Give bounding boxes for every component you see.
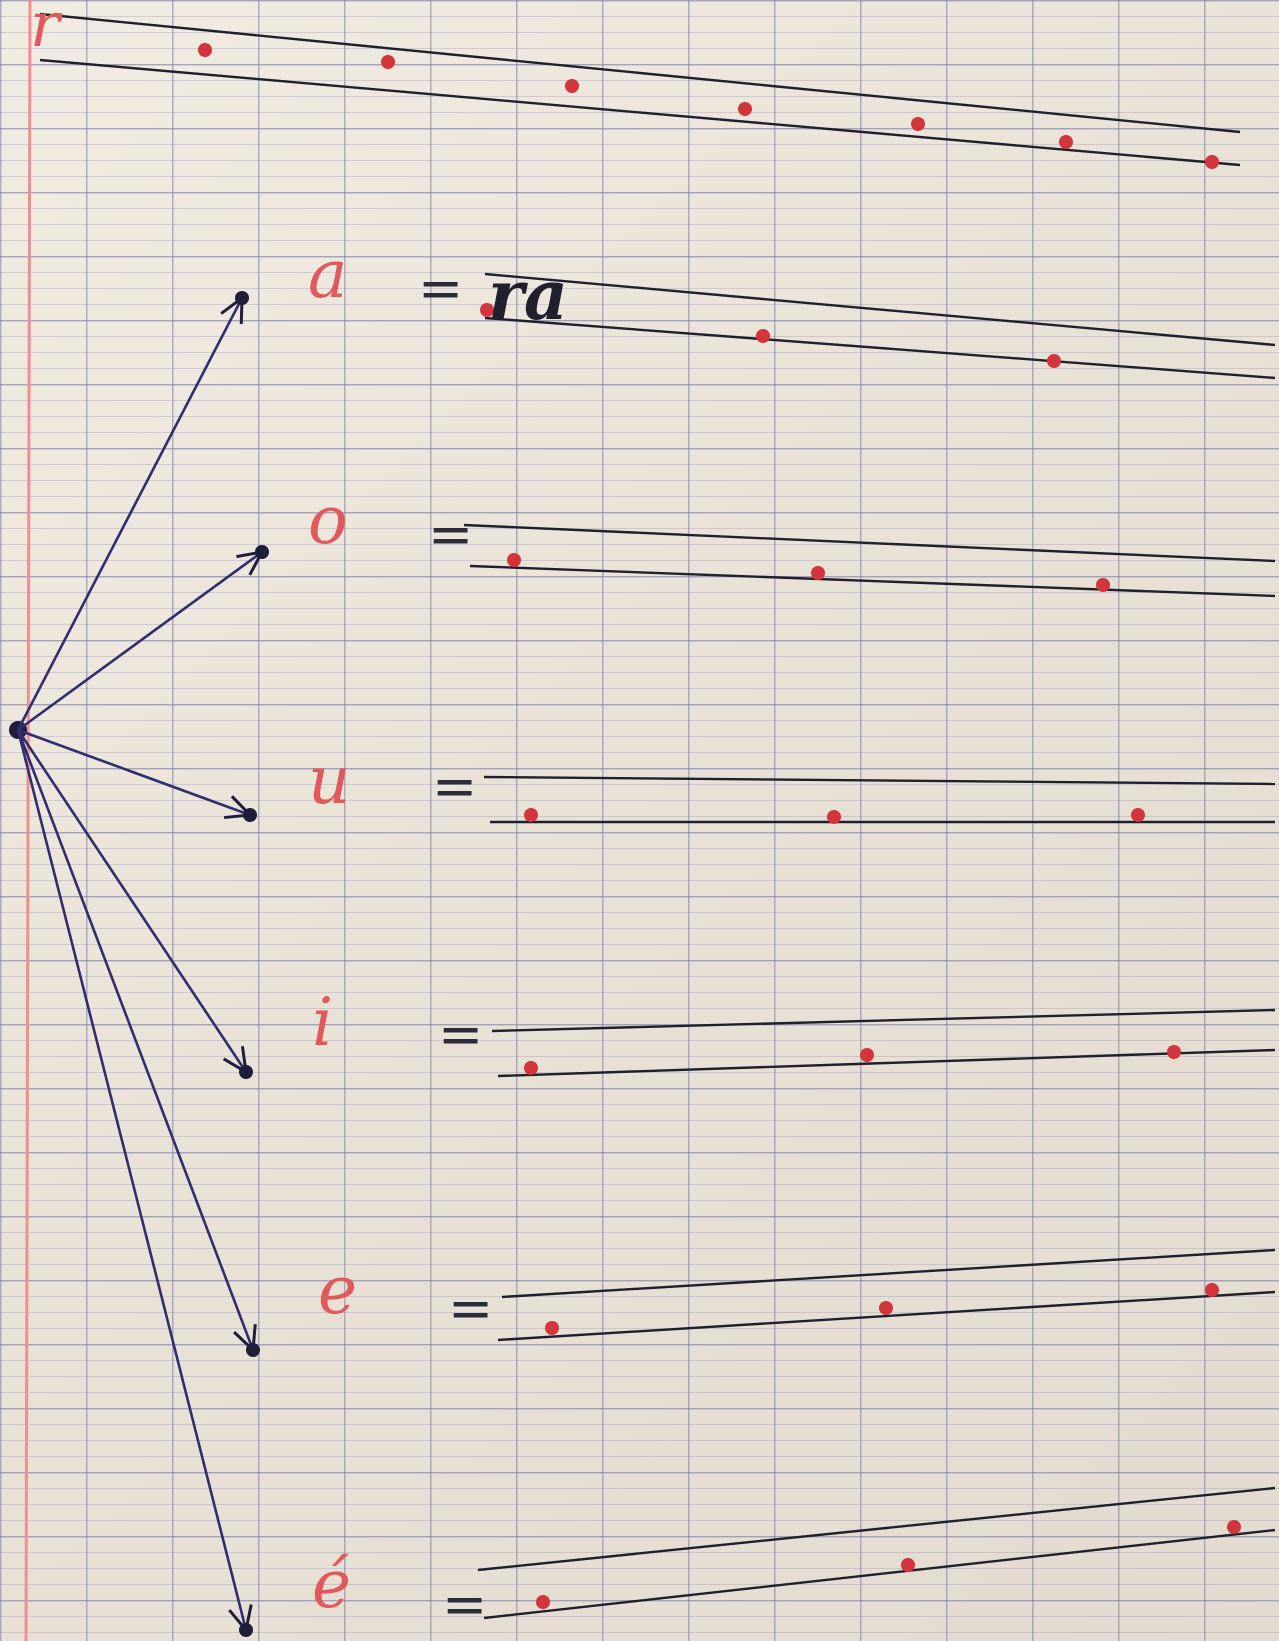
vowel-u: u (308, 742, 351, 819)
start-dot-icon (827, 810, 841, 824)
arrow-icon (17, 545, 269, 732)
upper-guide-line (477, 1486, 1276, 1572)
vowel-i: i (312, 984, 334, 1061)
baseline-guide-line (497, 1048, 1276, 1078)
start-dot-icon (524, 1061, 538, 1075)
upper-guide-line (484, 272, 1276, 347)
start-dot-icon (860, 1048, 874, 1062)
upper-guide-line (483, 775, 1276, 786)
baseline-guide-line (469, 564, 1276, 598)
upper-guide-line (463, 523, 1276, 563)
guide-lines-e (497, 1248, 1276, 1342)
start-dot-icon (507, 553, 521, 567)
upper-guide-line (39, 12, 1241, 134)
equals-sign-e-acute: = (442, 1573, 488, 1636)
margin-line (24, 0, 32, 1641)
equals-sign-u: = (432, 755, 478, 818)
baseline-guide-line (484, 316, 1276, 380)
start-dot-icon (545, 1321, 559, 1335)
start-dot-icon (879, 1301, 893, 1315)
baseline-guide-line (483, 1528, 1276, 1620)
vowel-e-acute: é (312, 1546, 352, 1623)
start-dot-icon (524, 808, 538, 822)
guide-lines-i (491, 1008, 1276, 1078)
upper-guide-line (501, 1248, 1276, 1299)
baseline-guide-line (39, 58, 1241, 167)
vowel-a: a (308, 236, 348, 313)
upper-guide-line (491, 1008, 1276, 1033)
writing-lines (39, 12, 1276, 1620)
start-dot-icon (198, 43, 212, 57)
arrow-icon (16, 729, 253, 1079)
start-dot-icon (1167, 1045, 1181, 1059)
start-dots (198, 43, 1241, 1609)
start-dot-icon (1047, 354, 1061, 368)
start-dot-icon (565, 79, 579, 93)
start-dot-icon (911, 117, 925, 131)
arrow-icon (16, 729, 260, 1357)
start-dot-icon (1205, 155, 1219, 169)
vowel-o: o (308, 482, 348, 559)
start-dot-icon (756, 329, 770, 343)
arrow-icon (16, 291, 249, 731)
arrow-icon (16, 729, 253, 1637)
arrow-icon (17, 728, 257, 822)
start-dot-icon (1131, 808, 1145, 822)
header-consonant: r (30, 0, 60, 61)
equals-sign-a: = (418, 257, 464, 320)
guide-lines-u (483, 775, 1276, 824)
guide-lines-ra (484, 272, 1276, 380)
start-dot-icon (811, 566, 825, 580)
start-dot-icon (480, 303, 494, 317)
guide-lines-e-acute (477, 1486, 1276, 1620)
start-dot-icon (901, 1558, 915, 1572)
start-dot-icon (738, 102, 752, 116)
written-syllable-ra: ra (488, 256, 568, 336)
equals-sign-o: = (428, 503, 474, 566)
start-dot-icon (536, 1595, 550, 1609)
equals-sign-i: = (438, 1003, 484, 1066)
start-dot-icon (1205, 1283, 1219, 1297)
equals-sign-e: = (448, 1277, 494, 1340)
start-dot-icon (1096, 578, 1110, 592)
arrow-group (9, 291, 269, 1637)
start-dot-icon (1059, 135, 1073, 149)
vowel-e: e (318, 1252, 358, 1329)
baseline-guide-line (497, 1290, 1276, 1342)
guide-lines-o (463, 523, 1276, 598)
start-dot-icon (1227, 1520, 1241, 1534)
guide-lines-r (39, 12, 1241, 167)
start-dot-icon (381, 55, 395, 69)
